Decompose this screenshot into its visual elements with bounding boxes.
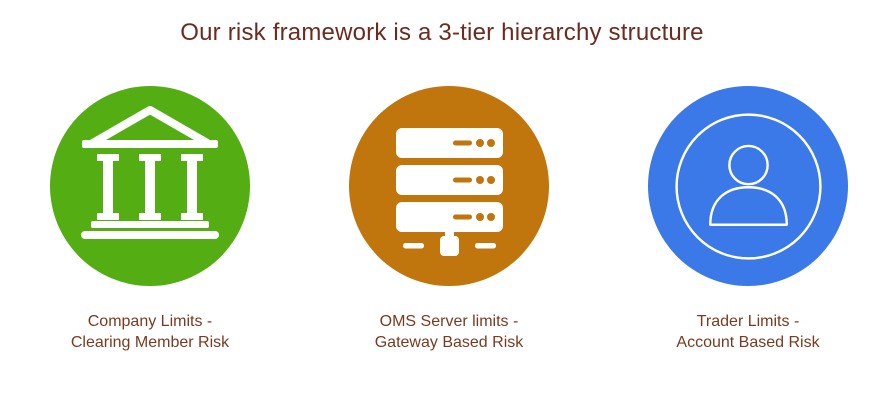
tier-trader-limits: Trader Limits - Account Based Risk — [648, 86, 848, 353]
tier-company-limits: Company Limits - Clearing Member Risk — [50, 86, 250, 353]
tier-label-trader: Trader Limits - Account Based Risk — [676, 311, 819, 353]
tier-label-line2: Gateway Based Risk — [374, 334, 524, 351]
tier-label-line2: Clearing Member Risk — [70, 334, 230, 351]
server-icon — [395, 128, 503, 256]
company-limits-badge — [50, 86, 250, 286]
tier-label-company: Company Limits - Clearing Member Risk — [71, 311, 229, 353]
oms-server-limits-badge — [349, 86, 549, 286]
bank-icon — [81, 106, 219, 239]
tier-label-line2: Account Based Risk — [676, 334, 820, 351]
tier-oms-server-limits: OMS Server limits - Gateway Based Risk — [349, 86, 549, 353]
tier-label-line1: Company Limits - — [87, 313, 213, 330]
tiers-row: Company Limits - Clearing Member Risk — [0, 50, 884, 353]
person-icon — [674, 112, 822, 260]
tier-label-line1: OMS Server limits - — [379, 313, 519, 330]
trader-limits-badge — [648, 86, 848, 286]
tier-label-line1: Trader Limits - — [696, 313, 800, 330]
page-title: Our risk framework is a 3-tier hierarchy… — [180, 19, 704, 46]
tier-label-oms-server: OMS Server limits - Gateway Based Risk — [375, 311, 524, 353]
